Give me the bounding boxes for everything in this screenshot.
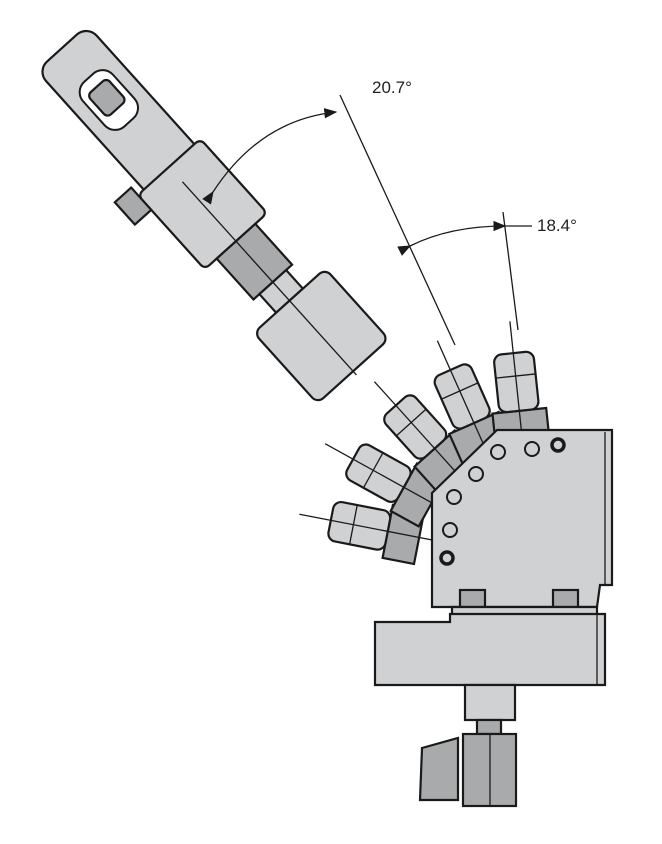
angle-label-gun: 20.7°: [372, 78, 412, 97]
mounting-plate: [430, 428, 614, 609]
base-block: [373, 605, 607, 808]
spray-gun: [41, 29, 387, 402]
dimension-lines: [202, 94, 532, 346]
angle-label-step: 18.4°: [537, 216, 577, 235]
